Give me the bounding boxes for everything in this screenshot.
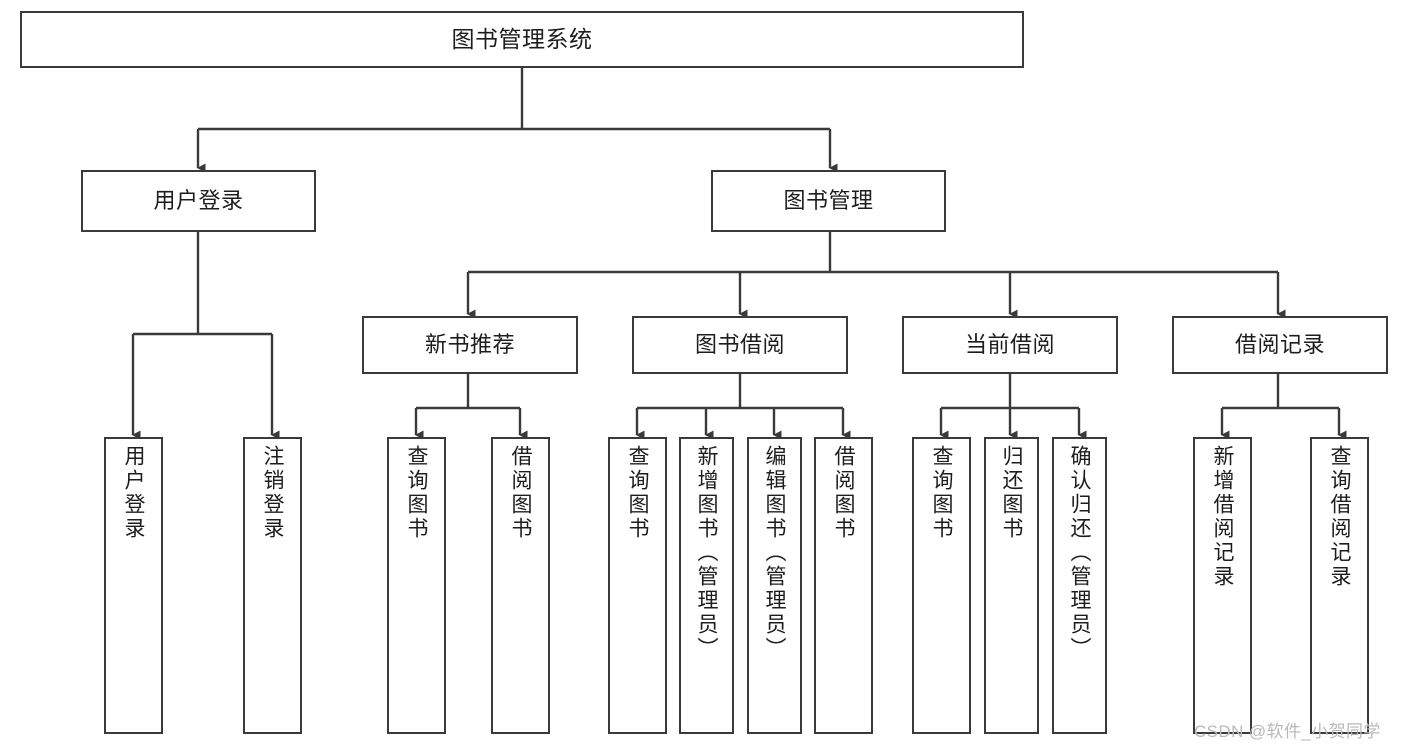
- node-leaf-user-login[interactable]: 用户登录: [104, 437, 163, 734]
- node-leaf-logout[interactable]: 注销登录: [243, 437, 302, 734]
- node-label: 归还图书: [1000, 445, 1023, 541]
- node-leaf-borrow-book[interactable]: 借阅图书: [814, 437, 873, 734]
- node-leaf-return-book[interactable]: 归还图书: [984, 437, 1039, 734]
- node-label: 新增图书（管理员）: [695, 445, 718, 661]
- node-label: 当前借阅: [964, 332, 1055, 358]
- csdn-watermark: CSDN @软件_小贺同学: [1194, 722, 1381, 741]
- node-label: 查询图书: [405, 445, 428, 541]
- node-label: 借阅图书: [832, 445, 855, 541]
- node-label: 确认归还（管理员）: [1068, 445, 1091, 661]
- node-label: 借阅记录: [1234, 332, 1325, 358]
- node-book-borrow[interactable]: 图书借阅: [632, 316, 848, 374]
- node-label: 用户登录: [122, 445, 145, 541]
- node-label: 新增借阅记录: [1211, 445, 1234, 589]
- node-label: 图书借阅: [694, 332, 785, 358]
- node-user-login[interactable]: 用户登录: [81, 170, 316, 232]
- node-book-management[interactable]: 图书管理: [711, 170, 946, 232]
- node-leaf-add-book-admin[interactable]: 新增图书（管理员）: [679, 437, 734, 734]
- node-label: 图书管理: [783, 188, 874, 214]
- node-label: 图书管理系统: [451, 25, 593, 52]
- node-root-system[interactable]: 图书管理系统: [20, 11, 1024, 68]
- node-current-borrow[interactable]: 当前借阅: [902, 316, 1118, 374]
- node-leaf-search-borrow-record[interactable]: 查询借阅记录: [1310, 437, 1369, 734]
- node-label: 查询借阅记录: [1328, 445, 1351, 589]
- node-label: 编辑图书（管理员）: [763, 445, 786, 661]
- node-label: 注销登录: [261, 445, 284, 541]
- node-leaf-add-borrow-record[interactable]: 新增借阅记录: [1193, 437, 1252, 734]
- node-leaf-confirm-return-admin[interactable]: 确认归还（管理员）: [1052, 437, 1107, 734]
- node-label: 新书推荐: [424, 332, 515, 358]
- node-leaf-search-book-current[interactable]: 查询图书: [912, 437, 971, 734]
- node-new-book-recommend[interactable]: 新书推荐: [362, 316, 578, 374]
- node-leaf-search-book-recommend[interactable]: 查询图书: [387, 437, 446, 734]
- node-leaf-edit-book-admin[interactable]: 编辑图书（管理员）: [747, 437, 802, 734]
- node-label: 用户登录: [153, 188, 244, 214]
- node-borrow-record[interactable]: 借阅记录: [1172, 316, 1388, 374]
- node-label: 查询图书: [626, 445, 649, 541]
- node-leaf-borrow-book-recommend[interactable]: 借阅图书: [491, 437, 550, 734]
- node-label: 查询图书: [930, 445, 953, 541]
- node-label: 借阅图书: [509, 445, 532, 541]
- node-leaf-search-book-borrow[interactable]: 查询图书: [608, 437, 667, 734]
